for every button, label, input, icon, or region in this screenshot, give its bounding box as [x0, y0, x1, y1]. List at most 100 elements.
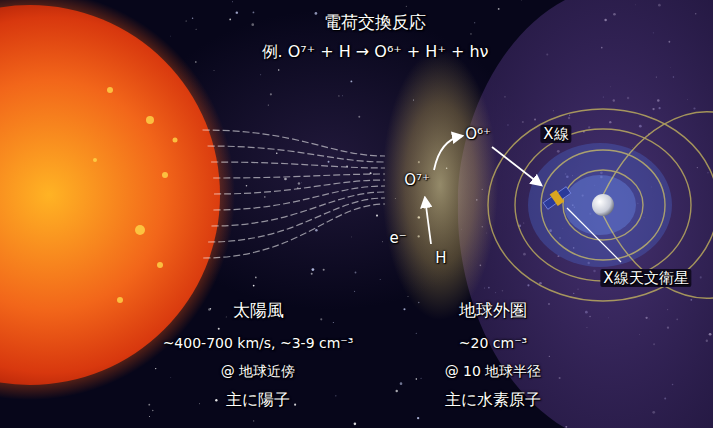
star: [253, 420, 254, 421]
star: [312, 268, 315, 271]
label-holder: X線: [540, 125, 571, 143]
solar-wind-line: [211, 192, 385, 226]
star: [335, 395, 336, 396]
reaction-arrow: [434, 136, 462, 170]
star: [278, 69, 279, 70]
star: [253, 285, 255, 287]
label: ~400-700 km/s, ~3-9 cm⁻³: [163, 335, 354, 352]
solar-wind-line: [213, 186, 385, 210]
star: [192, 18, 193, 19]
star: [185, 20, 187, 22]
star: [403, 308, 405, 310]
label: X線: [540, 125, 571, 143]
star: [315, 12, 318, 15]
label: 主に水素原子: [445, 390, 541, 409]
label-holder: X線天文衛星: [600, 269, 691, 287]
star: [470, 33, 471, 34]
label: 太陽風: [233, 300, 284, 320]
art-part: [93, 158, 97, 162]
star: [379, 279, 381, 281]
star: [333, 322, 334, 323]
star: [264, 196, 266, 198]
label: 主に陽子: [226, 390, 290, 409]
electron-arrow: [425, 198, 431, 244]
art-part: [564, 175, 636, 235]
star: [284, 178, 287, 181]
solar-wind-line: [208, 146, 385, 162]
star: [246, 185, 248, 187]
solar-wind-line: [211, 162, 385, 168]
star: [253, 12, 255, 14]
title-holder: 電荷交換反応: [324, 12, 426, 32]
art-part: [528, 143, 672, 267]
label-holder: @ 10 地球半径: [445, 362, 542, 380]
star: [320, 318, 322, 320]
star: [498, 8, 500, 10]
star: [358, 116, 360, 118]
label-holder: ~400-700 km/s, ~3-9 cm⁻³: [163, 334, 354, 352]
star: [354, 291, 355, 292]
art-part: [117, 297, 123, 303]
earth: [592, 194, 614, 216]
label-holder: e⁻: [389, 229, 406, 247]
star: [417, 417, 419, 419]
star: [213, 69, 215, 71]
star: [338, 95, 339, 96]
art-part: [173, 138, 178, 143]
star: [381, 241, 383, 243]
label: X線天文衛星: [600, 269, 691, 287]
star: [251, 23, 254, 26]
star: [328, 161, 330, 163]
star: [405, 5, 407, 7]
star: [195, 28, 197, 30]
star: [195, 61, 197, 63]
label-holder: 主に陽子: [226, 390, 290, 409]
field-lines: [488, 109, 713, 301]
label: H: [435, 249, 446, 267]
solar-wind-line: [214, 180, 385, 194]
label: @ 地球近傍: [221, 363, 295, 380]
star: [474, 22, 475, 23]
star: [148, 404, 150, 406]
star: [276, 152, 278, 154]
star: [355, 272, 357, 274]
label: e⁻: [389, 229, 406, 247]
star: [415, 332, 417, 334]
star: [225, 316, 227, 318]
star: [229, 19, 231, 21]
art-part: [146, 116, 154, 124]
satellite: [542, 184, 573, 212]
star: [232, 1, 234, 3]
star: [301, 182, 303, 184]
art-part: [515, 129, 691, 281]
label-holder: 地球外圏: [459, 300, 527, 320]
solar-wind-line: [213, 174, 385, 178]
art-part: [488, 109, 713, 301]
label: ~20 cm⁻³: [459, 335, 527, 352]
star: [169, 35, 171, 37]
star: [208, 308, 211, 311]
star: [376, 215, 378, 217]
arrows: [425, 136, 621, 262]
label-holder: ~20 cm⁻³: [459, 334, 527, 352]
label: O⁶⁺: [465, 125, 491, 143]
leader-line: [567, 208, 621, 262]
art-part: [563, 170, 643, 240]
star: [323, 269, 325, 271]
art-part: [135, 225, 145, 235]
label-holder: H: [435, 249, 446, 267]
star: [260, 74, 262, 76]
star: [298, 182, 300, 184]
star: [255, 277, 257, 279]
solar-wind-line: [208, 198, 385, 242]
art-part: [157, 262, 163, 268]
label: @ 10 地球半径: [445, 363, 542, 380]
star: [416, 378, 418, 380]
star: [199, 403, 201, 405]
art-part: [550, 190, 565, 206]
star: [350, 81, 352, 83]
star: [270, 93, 272, 95]
